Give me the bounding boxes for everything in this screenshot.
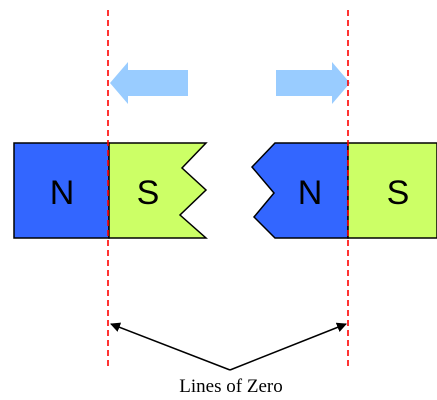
right-magnet-north-label: N	[298, 174, 323, 212]
left-pointing-arrow	[110, 62, 188, 104]
right-magnet-south-label: S	[387, 174, 410, 212]
right-pointer-arrow	[229, 322, 347, 371]
left-magnet-south-label: S	[137, 174, 160, 212]
left-pointer-arrow	[110, 322, 231, 371]
right-magnet-south-pole	[347, 142, 437, 239]
left-magnet-south-pole	[108, 142, 208, 239]
left-magnet: N S	[13, 142, 208, 239]
right-pointing-arrow	[276, 62, 350, 104]
right-magnet: N S	[250, 142, 437, 239]
left-magnet-north-label: N	[50, 174, 75, 212]
diagram-caption: Lines of Zero	[179, 376, 282, 397]
